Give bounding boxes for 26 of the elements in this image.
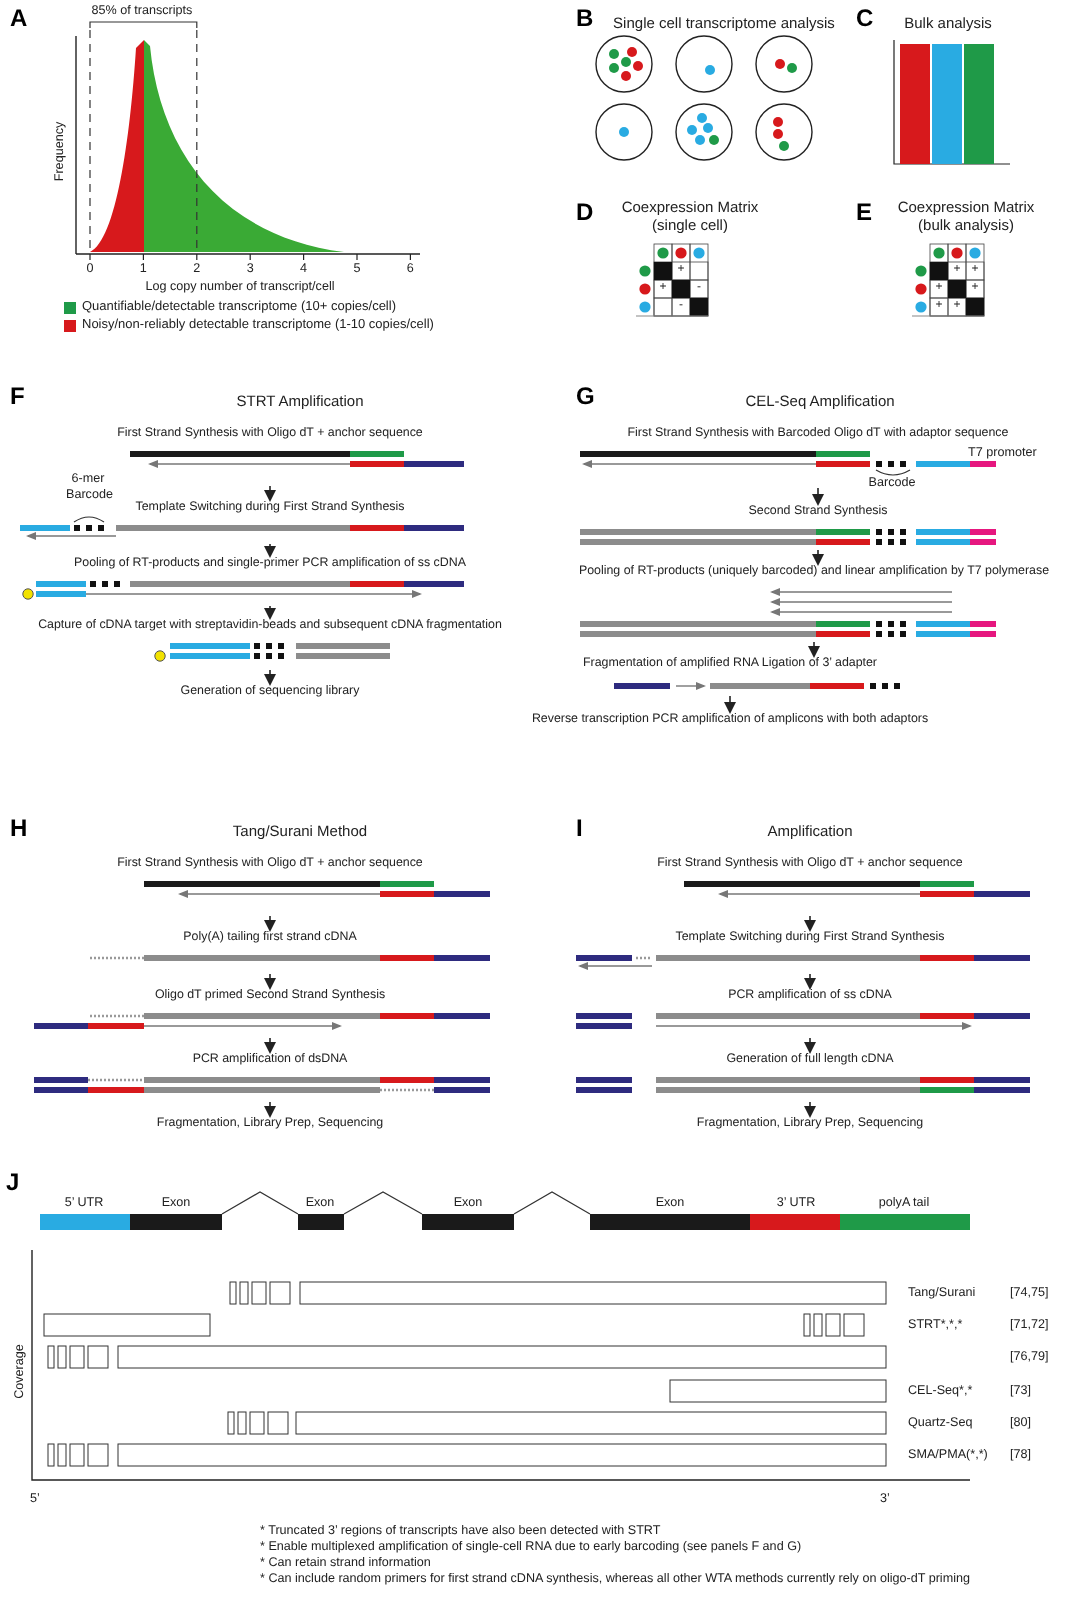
- arrow: [812, 487, 824, 506]
- arrow: [264, 669, 276, 686]
- panel-letter: H: [10, 816, 28, 842]
- arrow: [804, 915, 816, 932]
- panel-letter: J: [6, 1170, 20, 1196]
- arrow: [812, 549, 824, 566]
- panel-letter: C: [856, 6, 874, 32]
- panel-letter: G: [576, 384, 595, 410]
- panel-letter: I: [576, 816, 583, 842]
- arrow: [804, 1101, 816, 1118]
- panel-letter: D: [576, 200, 594, 226]
- arrow: [264, 973, 276, 990]
- panel-letter: E: [856, 200, 873, 226]
- arrow: [804, 973, 816, 990]
- arrow: [808, 641, 820, 658]
- arrow: [724, 695, 736, 714]
- panel-letter: F: [10, 384, 25, 410]
- arrow: [264, 605, 276, 620]
- arrow: [264, 915, 276, 932]
- arrow: [264, 1101, 276, 1118]
- arrow: [264, 543, 276, 558]
- panel-letter: B: [576, 6, 594, 32]
- arrow: [264, 485, 276, 502]
- panel-letter: A: [10, 6, 28, 32]
- arrow: [264, 1037, 276, 1054]
- arrow: [804, 1037, 816, 1054]
